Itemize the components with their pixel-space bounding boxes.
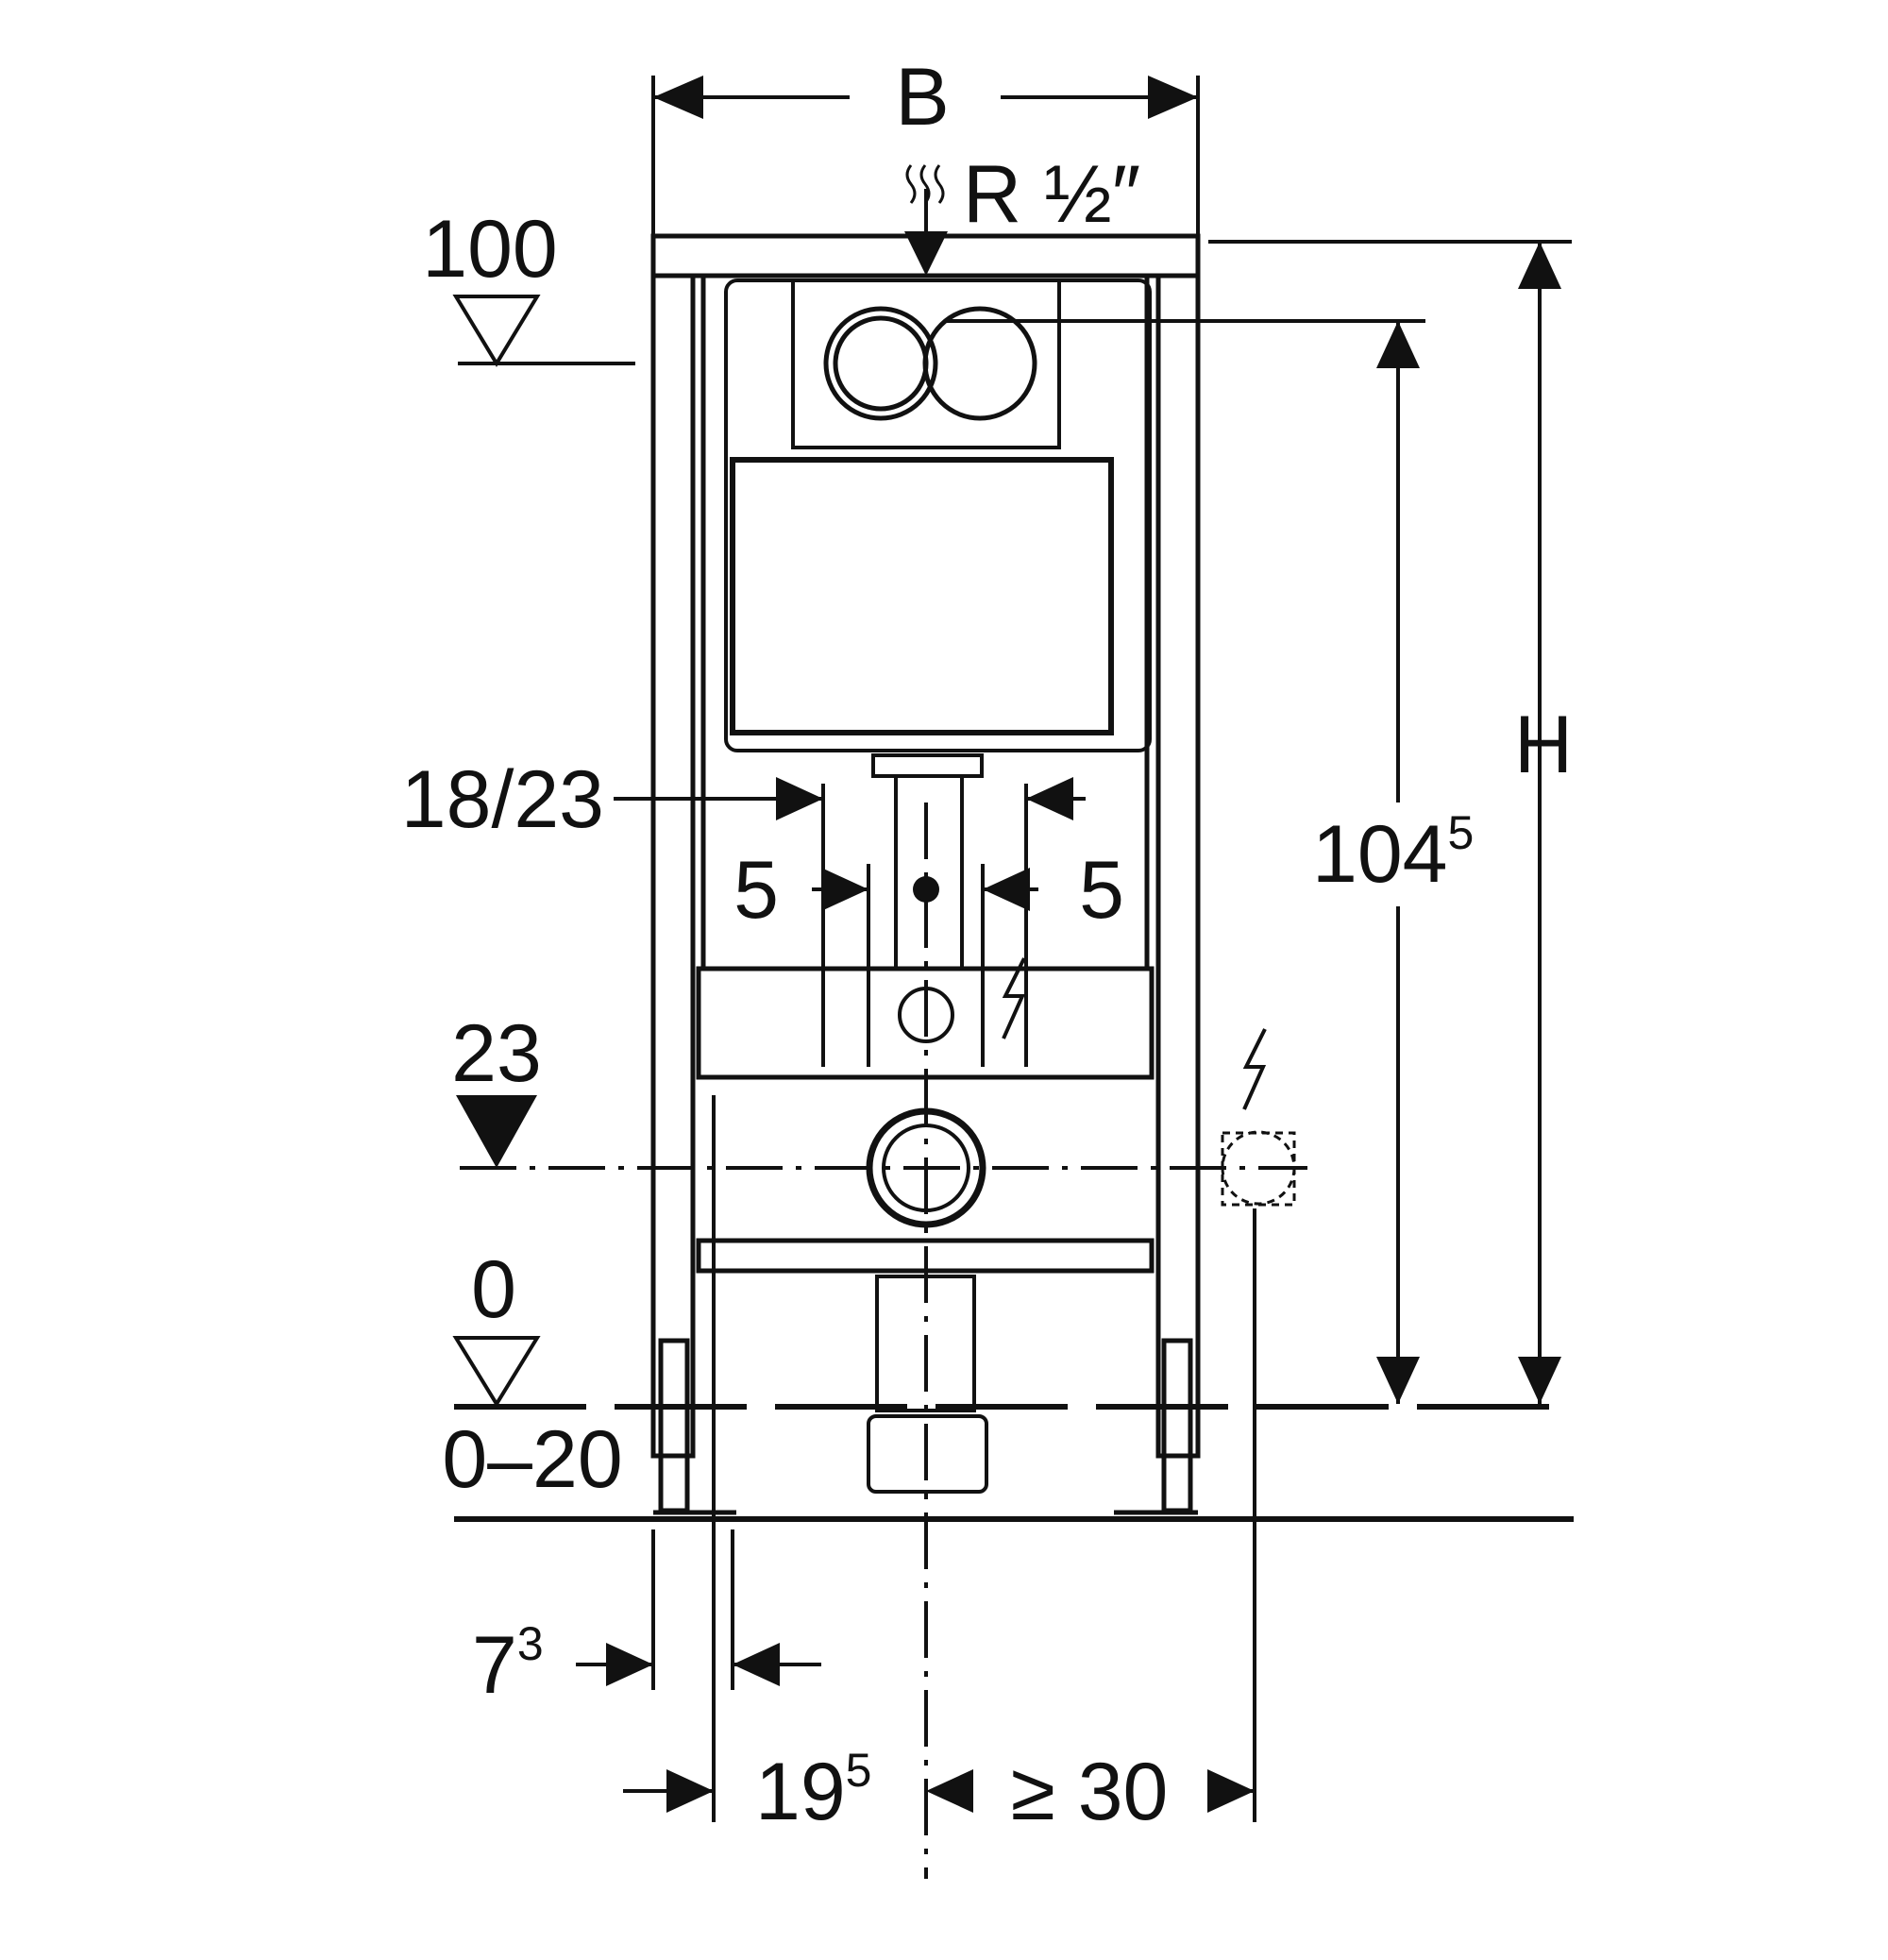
- level-100-label: 100: [422, 204, 558, 295]
- level-0-label: 0: [471, 1244, 516, 1335]
- center-point: [913, 876, 939, 903]
- height-label: H: [1514, 700, 1573, 790]
- offset-5-left-label: 5: [733, 845, 779, 936]
- offset-5-right-label: 5: [1079, 845, 1124, 936]
- floor-range-label: 0–20: [442, 1414, 622, 1505]
- level-23-marker: [456, 1095, 537, 1168]
- electric-icon: [1002, 957, 1267, 1110]
- arrowheads: [456, 76, 1561, 1813]
- flush-buttons: [823, 306, 1037, 421]
- level-markers: [452, 189, 928, 1408]
- depth-7-label: 73: [472, 1617, 544, 1711]
- dimension-lines: [454, 76, 1574, 1879]
- height-104-label: 1045: [1312, 806, 1474, 900]
- water-connection-label: R ½″: [963, 149, 1140, 240]
- width-label: B: [895, 52, 949, 143]
- level-23-label: 23: [451, 1008, 542, 1099]
- min-distance-label: ≥ 30: [1011, 1747, 1169, 1837]
- offset-18-23-label: 18/23: [401, 754, 604, 845]
- depth-19-label: 195: [755, 1744, 871, 1837]
- water-symbols: [905, 164, 945, 204]
- cistern: [724, 279, 1152, 752]
